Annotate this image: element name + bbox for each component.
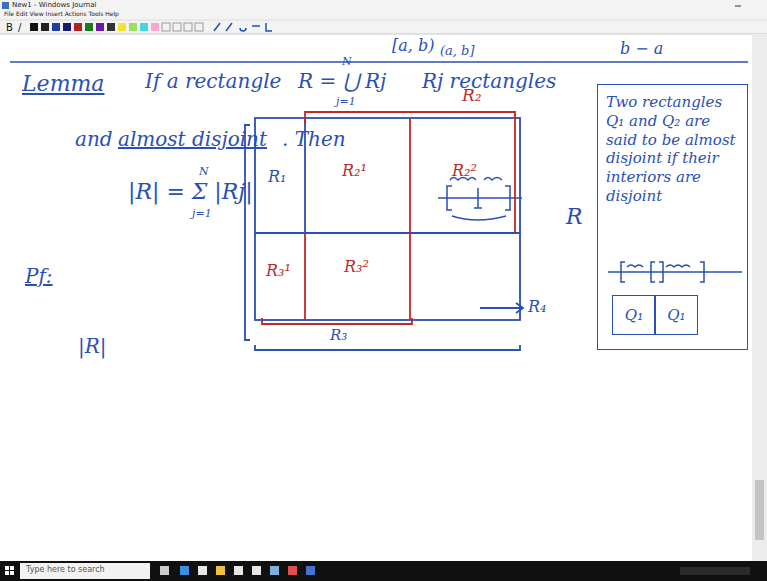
lemma-heading: Lemma — [22, 72, 104, 96]
rectangle-label: R₂ — [462, 86, 482, 105]
formula: R = ⋃ Rj — [298, 70, 386, 92]
formula: |R| = Σ |Rj| — [128, 180, 253, 204]
proof-heading: Pf: — [25, 265, 53, 287]
menu-bar: File Edit View Insert Actions Tools Help — [4, 11, 119, 18]
lemma-text: If a rectangle — [145, 70, 281, 92]
rectangle-label: Q₁ — [667, 306, 685, 325]
rectangle-q: Q₁ — [612, 295, 656, 335]
definition-box: Two rectangles Q₁ and Q₂ are said to be … — [597, 84, 748, 350]
rectangle-label: R — [566, 205, 583, 229]
note-text: (a, b] — [440, 44, 474, 58]
bold-button: B — [6, 22, 13, 33]
note-text: [a, b) — [392, 37, 434, 55]
rectangle-label: R₃² — [344, 258, 369, 276]
definition-text: Two rectangles Q₁ and Q₂ are said to be … — [606, 93, 739, 206]
rectangle-label: Q₁ — [625, 306, 643, 325]
formula-limit: N — [199, 166, 209, 178]
rectangle-label: R₂² — [452, 162, 477, 180]
rectangle-q: Q₁ — [654, 295, 698, 335]
rectangle-label: R₁ — [268, 168, 286, 186]
window-title: New1 - Windows Journal — [12, 2, 96, 10]
italic-button: / — [18, 22, 21, 33]
rectangle-label: R₄ — [528, 298, 546, 316]
note-text: b − a — [620, 40, 663, 58]
formula-limit: j=1 — [336, 96, 356, 108]
rectangle-label: R₃¹ — [266, 262, 291, 280]
lemma-text: . Then — [282, 128, 346, 150]
rectangle-label: R₂¹ — [342, 162, 367, 180]
proof-text: |R| — [78, 335, 107, 357]
lemma-text: Rj rectangles — [422, 70, 556, 92]
rectangle-label: R₃ — [330, 327, 347, 344]
search-box: Type here to search — [26, 566, 105, 575]
lemma-text: and — [75, 128, 113, 150]
lemma-text: almost disjoint — [118, 128, 267, 150]
formula-limit: N — [342, 56, 352, 68]
formula-limit: j=1 — [192, 208, 212, 220]
